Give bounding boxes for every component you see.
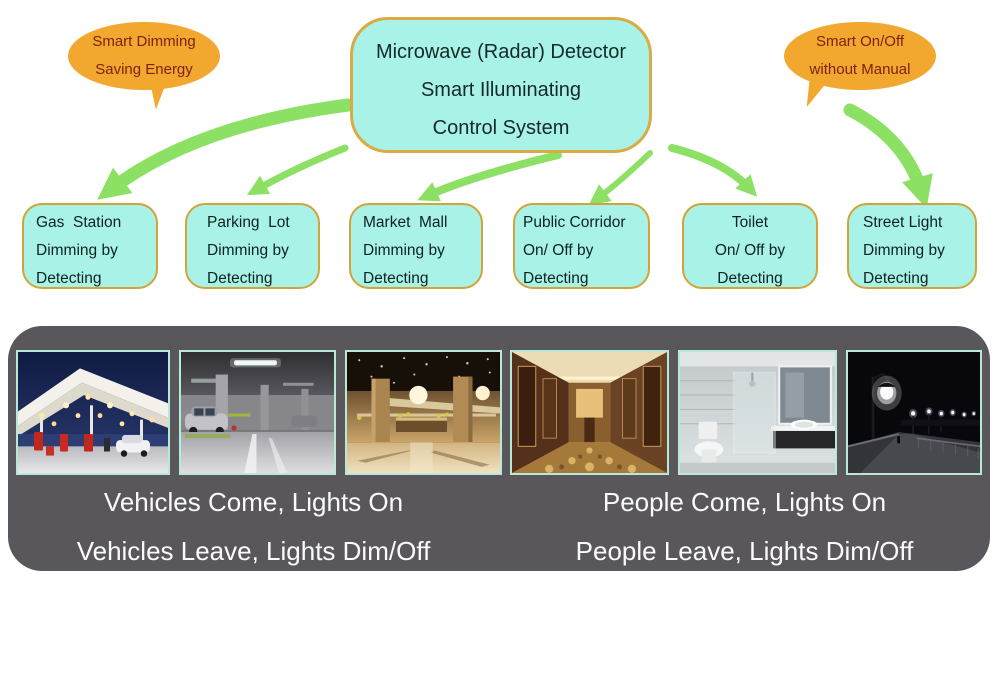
app-box-toilet: Toilet On/ Off by Detecting xyxy=(682,203,818,289)
arrow-to-market-mall xyxy=(417,151,562,202)
title-line: Smart Illuminating xyxy=(420,79,582,101)
gas-station-photo xyxy=(16,350,170,475)
app-line: Public Corridor xyxy=(523,214,626,231)
caption-people: People Come, Lights On People Leave, Lig… xyxy=(499,478,990,576)
app-line: Dimming by xyxy=(863,242,945,259)
speech-bubble-smart-dimming: Smart Dimming Saving Energy xyxy=(68,22,220,110)
app-line: Dimming by xyxy=(363,242,445,259)
bubble-line: Smart Dimming xyxy=(92,33,196,50)
app-line: Detecting xyxy=(36,270,102,287)
caption-line: People Leave, Lights Dim/Off xyxy=(575,536,914,566)
market-mall-photo xyxy=(344,350,502,475)
arrow-layer xyxy=(97,98,933,209)
bathroom-photo xyxy=(678,350,838,475)
arrow-to-parking-lot xyxy=(246,144,349,196)
photo-row xyxy=(16,350,982,475)
caption-vehicles: Vehicles Come, Lights On Vehicles Leave,… xyxy=(8,478,499,576)
app-line: Toilet xyxy=(731,214,769,231)
app-line: Detecting xyxy=(363,270,429,287)
arrow-to-gas-station xyxy=(97,98,355,200)
arrow-to-toilet xyxy=(668,144,758,197)
caption-line: People Come, Lights On xyxy=(602,487,887,517)
app-line: Detecting xyxy=(717,270,783,287)
app-line: Market Mall xyxy=(363,214,448,231)
app-line: Gas Station xyxy=(36,214,122,231)
bubble-line: Saving Energy xyxy=(95,61,193,78)
app-line: Parking Lot xyxy=(207,214,290,231)
app-line: Dimming by xyxy=(36,242,118,259)
caption-line: Vehicles Come, Lights On xyxy=(103,487,404,517)
caption-line: Vehicles Leave, Lights Dim/Off xyxy=(76,536,431,566)
street-light-photo xyxy=(845,350,982,475)
arrow-to-street-light xyxy=(843,103,933,209)
app-line: Detecting xyxy=(863,270,929,287)
app-box-gas-station: Gas Station Dimming by Detecting xyxy=(22,203,158,289)
photo-panel: Vehicles Come, Lights On Vehicles Leave,… xyxy=(8,326,990,571)
app-box-public-corridor: Public Corridor On/ Off by Detecting xyxy=(513,203,650,289)
app-line: Street Light xyxy=(863,214,943,231)
arrow-to-public-corridor xyxy=(588,150,653,206)
app-line: On/ Off by xyxy=(714,242,786,259)
title-line: Control System xyxy=(432,117,570,139)
app-line: Detecting xyxy=(523,270,589,287)
app-line: Dimming by xyxy=(207,242,289,259)
parking-garage-photo xyxy=(178,350,336,475)
system-title-box: Microwave (Radar) Detector Smart Illumin… xyxy=(350,17,652,153)
app-box-parking-lot: Parking Lot Dimming by Detecting xyxy=(185,203,320,289)
caption-row: Vehicles Come, Lights On Vehicles Leave,… xyxy=(8,478,990,576)
bubble-line: without Manual xyxy=(809,61,911,78)
app-line: Detecting xyxy=(207,270,273,287)
bubble-line: Smart On/Off xyxy=(815,33,905,50)
app-line: On/ Off by xyxy=(523,242,594,259)
speech-bubble-smart-onoff: Smart On/Off without Manual xyxy=(784,22,936,109)
bubble-tail xyxy=(807,81,827,109)
app-box-market-mall: Market Mall Dimming by Detecting xyxy=(349,203,483,289)
title-line: Microwave (Radar) Detector xyxy=(375,41,627,63)
corridor-photo xyxy=(510,350,670,475)
app-box-street-light: Street Light Dimming by Detecting xyxy=(847,203,977,289)
